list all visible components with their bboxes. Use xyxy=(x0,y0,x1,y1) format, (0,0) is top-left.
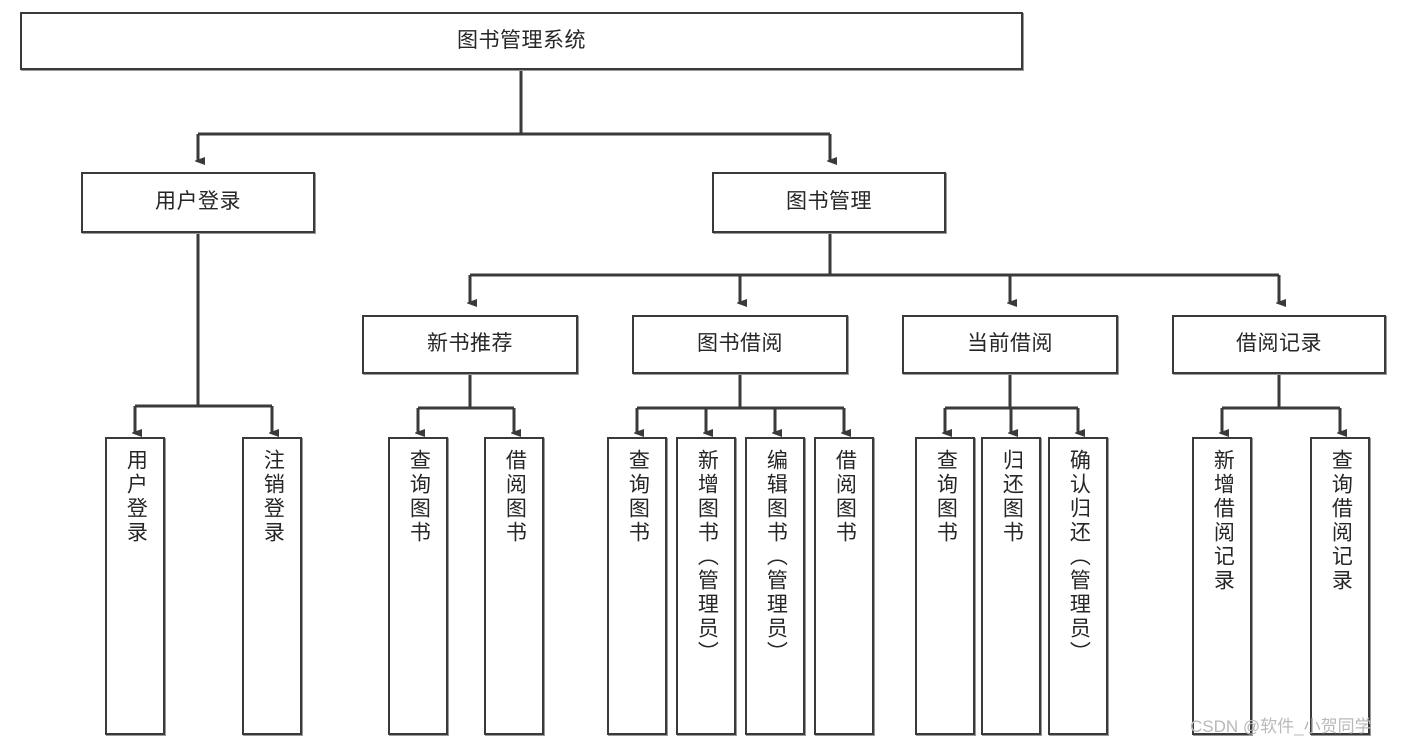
node-current-borrow-label: 当前借阅 xyxy=(967,332,1053,356)
node-root-label: 图书管理系统 xyxy=(457,28,586,52)
leaf-borrow-query[interactable]: 查询图书 xyxy=(607,437,667,735)
leaf-user-logout-label: 注销登录 xyxy=(261,449,285,545)
leaf-record-add-label: 新增借阅记录 xyxy=(1211,449,1235,593)
leaf-current-query-label: 查询图书 xyxy=(934,449,958,545)
leaf-newbook-query-label: 查询图书 xyxy=(407,449,431,545)
leaf-current-return-label: 归还图书 xyxy=(1000,449,1024,545)
leaf-user-login[interactable]: 用户登录 xyxy=(105,437,165,735)
leaf-borrow-edit-book[interactable]: 编辑图书（管理员） xyxy=(745,437,805,735)
leaf-record-add[interactable]: 新增借阅记录 xyxy=(1192,437,1252,735)
node-borrow-record[interactable]: 借阅记录 xyxy=(1172,315,1386,374)
node-root[interactable]: 图书管理系统 xyxy=(20,12,1023,70)
leaf-borrow-lend-book-label: 借阅图书 xyxy=(833,449,857,545)
leaf-borrow-add-book[interactable]: 新增图书（管理员） xyxy=(676,437,736,735)
leaf-current-confirm-return-label: 确认归还（管理员） xyxy=(1067,449,1091,665)
leaf-record-query[interactable]: 查询借阅记录 xyxy=(1310,437,1370,735)
csdn-watermark: CSDN @软件_小贺同学 xyxy=(1190,717,1372,736)
leaf-current-confirm-return[interactable]: 确认归还（管理员） xyxy=(1048,437,1108,735)
node-book-management-label: 图书管理 xyxy=(786,190,872,214)
node-current-borrow[interactable]: 当前借阅 xyxy=(902,315,1118,374)
leaf-newbook-borrow[interactable]: 借阅图书 xyxy=(484,437,544,735)
node-borrow-record-label: 借阅记录 xyxy=(1236,332,1322,356)
leaf-record-query-label: 查询借阅记录 xyxy=(1329,449,1353,593)
leaf-user-logout[interactable]: 注销登录 xyxy=(242,437,302,735)
leaf-borrow-add-book-label: 新增图书（管理员） xyxy=(695,449,719,665)
node-user-login[interactable]: 用户登录 xyxy=(81,172,315,233)
leaf-borrow-query-label: 查询图书 xyxy=(626,449,650,545)
node-book-borrow[interactable]: 图书借阅 xyxy=(632,315,848,374)
node-new-book-recommend-label: 新书推荐 xyxy=(427,332,513,356)
node-book-borrow-label: 图书借阅 xyxy=(697,332,783,356)
leaf-current-query[interactable]: 查询图书 xyxy=(915,437,975,735)
leaf-newbook-query[interactable]: 查询图书 xyxy=(388,437,448,735)
leaf-user-login-label: 用户登录 xyxy=(124,449,148,545)
leaf-current-return[interactable]: 归还图书 xyxy=(981,437,1041,735)
leaf-borrow-edit-book-label: 编辑图书（管理员） xyxy=(764,449,788,665)
leaf-newbook-borrow-label: 借阅图书 xyxy=(503,449,527,545)
node-book-management[interactable]: 图书管理 xyxy=(712,172,946,233)
leaf-borrow-lend-book[interactable]: 借阅图书 xyxy=(814,437,874,735)
node-new-book-recommend[interactable]: 新书推荐 xyxy=(362,315,578,374)
node-user-login-label: 用户登录 xyxy=(155,190,241,214)
